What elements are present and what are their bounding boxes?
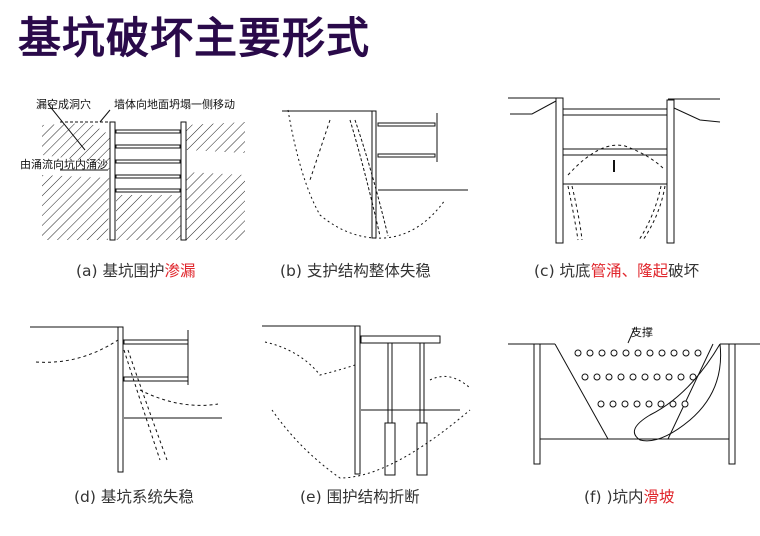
- caption-b-prefix: (b): [280, 262, 307, 280]
- caption-d-prefix: (d): [74, 488, 101, 506]
- retaining-wall: [354, 325, 361, 475]
- label-hollow: 漏空成洞穴: [36, 97, 91, 111]
- caption-c: (c) 坑底管涌、隆起破坏: [534, 259, 699, 281]
- caption-d: (d) 基坑系统失稳: [74, 485, 194, 507]
- caption-c-part-2: 破坏: [668, 262, 700, 280]
- label-wall-move: 墙体向地面坍塌一侧移动: [114, 97, 235, 111]
- retaining-wall-left: [533, 343, 541, 465]
- caption-a-highlight: 渗漏: [164, 262, 196, 280]
- caption-f-part: 坑内: [612, 488, 644, 506]
- retaining-wall-left: [555, 97, 564, 244]
- caption-a-prefix: (a): [76, 262, 103, 280]
- retaining-wall-right: [728, 343, 736, 465]
- caption-b-part: 支护结构整体失稳: [306, 262, 431, 280]
- caption-f: (f) )坑内滑坡: [584, 485, 675, 507]
- caption-e: (e) 围护结构折断: [300, 485, 420, 507]
- caption-c-prefix: (c): [534, 262, 560, 280]
- strut-upper: [377, 122, 436, 127]
- caption-a: (a) 基坑围护渗漏: [76, 259, 196, 281]
- retaining-wall-right: [180, 121, 187, 241]
- caption-c-highlight: 管涌、隆起: [590, 262, 669, 280]
- caption-f-prefix: (f) ): [584, 488, 613, 506]
- caption-a-part: 基坑围护: [102, 262, 165, 280]
- caption-f-highlight: 滑坡: [643, 488, 675, 506]
- strut-rows: [574, 349, 702, 408]
- caption-d-part: 基坑系统失稳: [100, 488, 194, 506]
- retaining-wall: [117, 326, 124, 473]
- caption-b: (b) 支护结构整体失稳: [280, 259, 431, 281]
- soil-hatch-left: [42, 123, 110, 240]
- label-sand-inflow: 由涌流向坑内涌沙: [20, 157, 108, 171]
- caption-e-prefix: (e): [300, 488, 327, 506]
- label-strut: 支撑: [631, 325, 653, 339]
- retaining-wall-right: [666, 99, 675, 244]
- caption-c-part: 坑底: [559, 262, 591, 280]
- retaining-wall-left: [109, 121, 116, 241]
- struts: [115, 129, 181, 193]
- strut-lower: [377, 153, 436, 158]
- caption-e-part: 围护结构折断: [326, 488, 420, 506]
- page-title: 基坑破坏主要形式: [18, 14, 370, 64]
